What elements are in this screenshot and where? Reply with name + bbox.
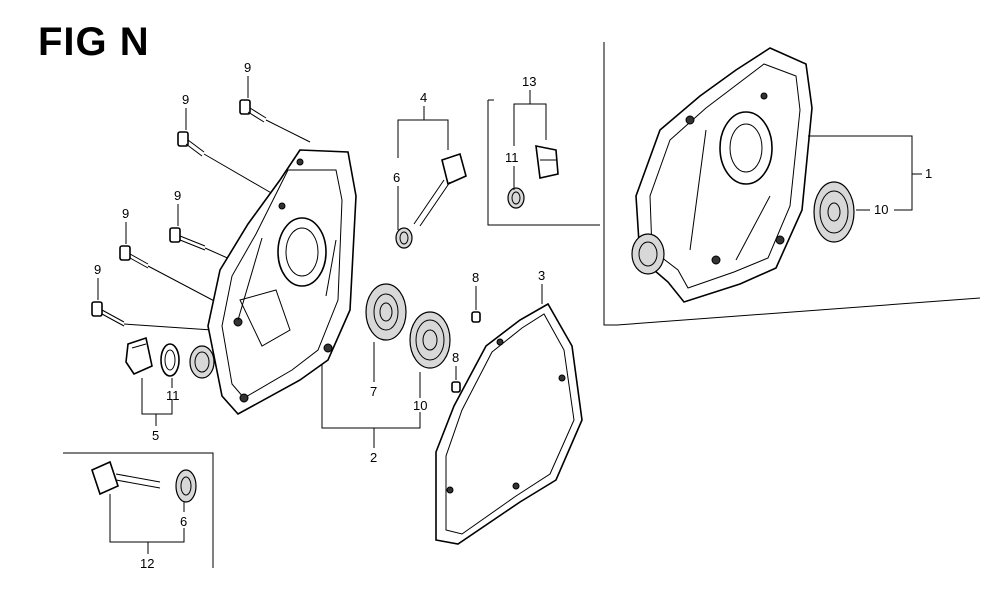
callout-3: 3 xyxy=(538,268,545,283)
callout-8-upper: 8 xyxy=(472,270,479,285)
bolt-9-c xyxy=(169,227,206,251)
callout-9-c: 9 xyxy=(174,188,181,203)
bearing-10 xyxy=(409,311,451,369)
o-ring-11-upper xyxy=(507,187,525,209)
callout-12: 12 xyxy=(140,556,154,571)
crankcase-cover-assembly-1 xyxy=(631,47,813,303)
oil-dipstick-12 xyxy=(91,460,161,496)
dowel-pin-8-a xyxy=(471,311,481,323)
bolt-9-d xyxy=(119,245,149,269)
callout-labels: 1 2 3 4 5 6 6 7 8 8 9 9 9 9 9 9 10 10 11… xyxy=(94,60,932,571)
callout-9-top: 9 xyxy=(244,60,251,75)
group-frame-13 xyxy=(487,99,600,226)
callout-1: 1 xyxy=(925,166,932,181)
callout-9-e: 9 xyxy=(94,262,101,277)
oil-seal-left xyxy=(189,345,215,379)
callout-13: 13 xyxy=(522,74,536,89)
callout-6-upper: 6 xyxy=(393,170,400,185)
callout-7: 7 xyxy=(370,384,377,399)
dowel-pin-8-b xyxy=(451,381,461,393)
o-ring-11 xyxy=(160,343,180,377)
callout-11-left: 11 xyxy=(166,388,180,403)
callout-8-lower: 8 xyxy=(452,350,459,365)
callout-2: 2 xyxy=(370,450,377,465)
bolt-9-e xyxy=(91,301,125,327)
o-ring-6 xyxy=(395,227,413,249)
oil-dipstick-4 xyxy=(413,152,467,227)
callout-10-middle: 10 xyxy=(413,398,427,413)
bearing-10-right xyxy=(813,181,855,243)
bolt-9-b xyxy=(177,131,205,157)
callout-6-lower: 6 xyxy=(180,514,187,529)
callout-5: 5 xyxy=(152,428,159,443)
gasket-3 xyxy=(435,302,583,545)
callout-leaders xyxy=(97,76,922,554)
figure-title: FIG N xyxy=(38,20,150,64)
group-frame-1 xyxy=(603,42,981,326)
o-ring-6-lower xyxy=(175,469,197,503)
callout-11-upper: 11 xyxy=(505,150,519,165)
callout-10-right: 10 xyxy=(874,202,888,217)
callout-4: 4 xyxy=(420,90,427,105)
callout-9-b: 9 xyxy=(182,92,189,107)
bolt-9-a xyxy=(239,99,267,123)
crankcase-cover xyxy=(207,149,357,416)
callout-9-d: 9 xyxy=(122,206,129,221)
oil-seal-7 xyxy=(365,283,407,341)
oil-filler-cap-5 xyxy=(125,336,153,376)
oil-sensor-13 xyxy=(535,144,559,179)
group-frame-12 xyxy=(63,452,214,568)
